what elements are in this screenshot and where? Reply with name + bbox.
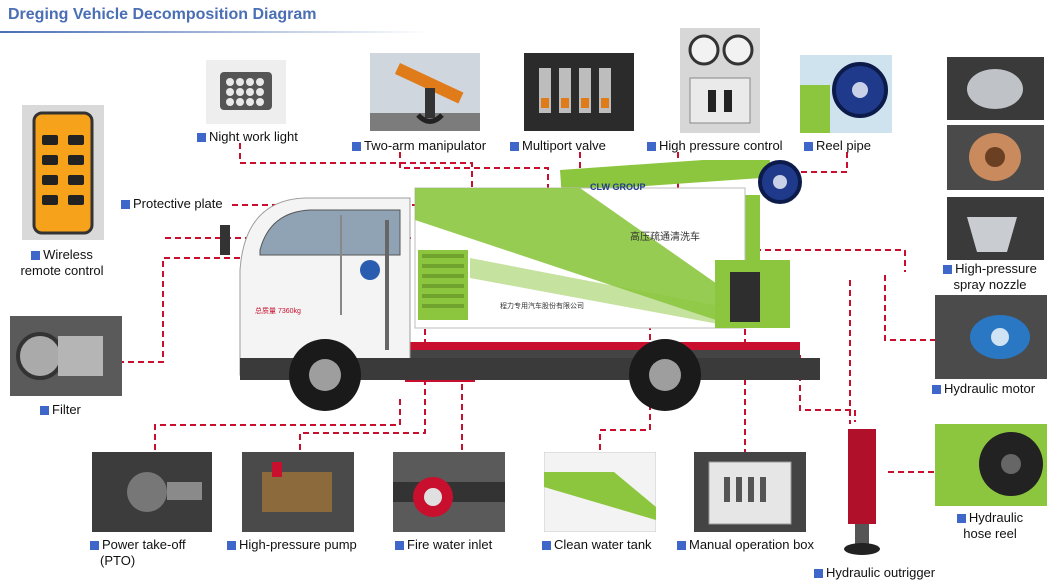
leader-night-work-light xyxy=(239,143,473,190)
leader-spray-nozzle xyxy=(735,249,906,272)
marker-square xyxy=(647,142,656,151)
multiport-valve-image xyxy=(524,53,634,131)
high-pressure-control-image xyxy=(680,28,760,133)
marker-square xyxy=(804,142,813,151)
marker-square xyxy=(932,385,941,394)
marker-square xyxy=(197,133,206,142)
label-multiport-valve: Multiport valve xyxy=(510,138,606,154)
marker-square xyxy=(395,541,404,550)
leader-two-arm-manipulator xyxy=(399,152,549,190)
high-pressure-spray-nozzle-image xyxy=(947,57,1044,260)
marker-square xyxy=(227,541,236,550)
label-power-take-off: Power take-off (PTO) xyxy=(90,537,186,569)
hydraulic-hose-reel-image xyxy=(935,424,1047,506)
night-work-light-image xyxy=(206,60,286,124)
marker-square xyxy=(814,569,823,578)
label-fire-water-inlet: Fire water inlet xyxy=(395,537,492,553)
label-two-arm-manipulator: Two-arm manipulator xyxy=(352,138,486,154)
marker-square xyxy=(677,541,686,550)
label-hydraulic-motor: Hydraulic motor xyxy=(932,381,1035,397)
diagram-title: Dreging Vehicle Decomposition Diagram xyxy=(8,6,317,23)
two-arm-manipulator-image xyxy=(370,53,480,131)
hydraulic-motor-image xyxy=(935,295,1047,379)
manual-operation-box-image xyxy=(694,452,806,532)
label-night-work-light: Night work light xyxy=(197,129,298,145)
dredging-truck-image: 高压疏通清洗车 程力专用汽车股份有限公司 CLW GROUP 总质量 7360k… xyxy=(220,160,820,411)
filter-image xyxy=(10,316,122,396)
label-wireless-remote-control: Wireless remote control xyxy=(20,247,104,278)
brand-text: CLW GROUP xyxy=(590,182,646,192)
door-text: 总质量 7360kg xyxy=(255,306,301,315)
label-hydraulic-hose-reel: Hydraulic hose reel xyxy=(940,510,1040,542)
power-take-off-image xyxy=(92,452,212,532)
marker-square xyxy=(943,265,953,274)
label-manual-operation-box: Manual operation box xyxy=(677,537,814,553)
reel-pipe-image xyxy=(800,55,892,133)
label-clean-water-tank: Clean water tank xyxy=(542,537,652,553)
marker-square xyxy=(510,142,519,151)
high-pressure-pump-image xyxy=(242,452,354,532)
label-high-pressure-spray-nozzle: High-pressure spray nozzle xyxy=(935,261,1045,293)
fire-water-inlet-image xyxy=(393,452,505,532)
leader-hydraulic-motor xyxy=(884,275,935,341)
label-high-pressure-pump: High-pressure pump xyxy=(227,537,357,553)
leader-filter xyxy=(118,257,300,363)
marker-square xyxy=(31,251,41,260)
marker-square xyxy=(121,200,130,209)
leader-hydraulic-outrigger xyxy=(799,355,856,422)
hydraulic-outrigger-image xyxy=(840,424,884,564)
title-underline xyxy=(0,31,430,33)
marker-square xyxy=(40,406,49,415)
marker-square xyxy=(542,541,551,550)
label-filter: Filter xyxy=(40,402,81,418)
marker-square xyxy=(352,142,361,151)
clean-water-tank-image xyxy=(544,452,656,532)
label-reel-pipe: Reel pipe xyxy=(804,138,871,154)
label-protective-plate: Protective plate xyxy=(121,196,223,212)
leader-pto xyxy=(154,395,401,450)
marker-square xyxy=(956,514,966,523)
wireless-remote-control-image xyxy=(22,105,104,240)
marker-square xyxy=(90,541,99,550)
tank-text-1: 高压疏通清洗车 xyxy=(630,230,700,243)
tank-text-2: 程力专用汽车股份有限公司 xyxy=(500,301,584,310)
label-high-pressure-control: High pressure control xyxy=(647,138,783,154)
label-hydraulic-outrigger: Hydraulic outrigger xyxy=(814,565,935,581)
